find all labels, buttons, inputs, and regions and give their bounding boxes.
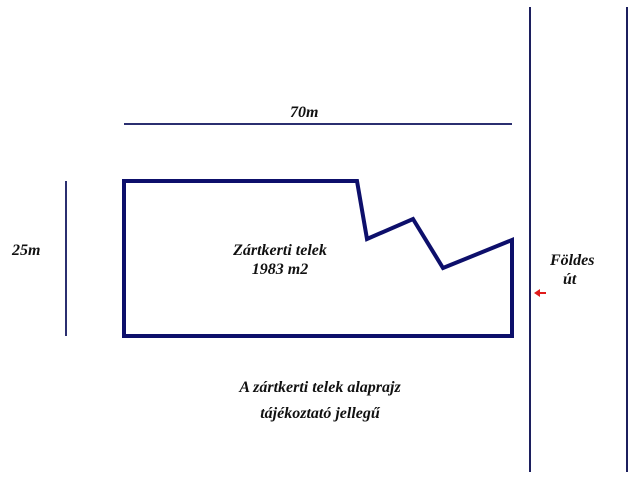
road-label-line2: út — [563, 271, 577, 288]
width-dimension-label: 70m — [290, 104, 319, 121]
height-dimension-label: 25m — [12, 242, 41, 259]
plot-outline — [122, 179, 514, 338]
entrance-arrow-icon — [534, 289, 546, 297]
plot-title: Zártkerti telek — [233, 242, 327, 259]
caption-line2: tájékoztató jellegű — [260, 405, 380, 422]
road-label-line1: Földes — [550, 252, 595, 269]
plot-area: 1983 m2 — [251, 261, 309, 278]
caption-line1: A zártkerti telek alaprajz — [239, 379, 401, 396]
